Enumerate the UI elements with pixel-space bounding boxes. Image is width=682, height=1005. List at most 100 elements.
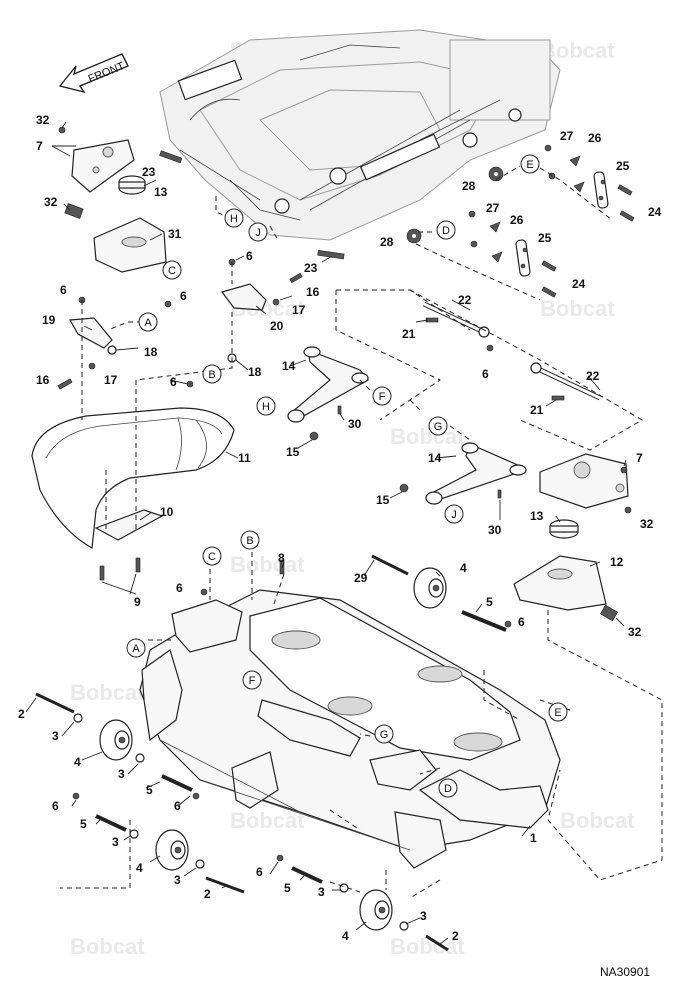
callout-19: 19	[42, 313, 56, 327]
callout-27: 27	[560, 129, 574, 143]
callout-25: 25	[616, 159, 630, 173]
bracket-20	[220, 283, 267, 311]
connector-a-upper: A	[138, 312, 158, 332]
fitting-30-lower	[497, 489, 502, 499]
callout-2: 2	[204, 887, 211, 901]
watermark: Bobcat	[540, 38, 615, 63]
callout-14: 14	[428, 451, 442, 465]
callout-11: 11	[238, 451, 251, 465]
washer-7	[620, 466, 628, 474]
svg-text:A: A	[144, 317, 152, 329]
connector-callouts: H J C A B E D H F G J C B A F G D E	[126, 154, 568, 798]
callout-5: 5	[486, 595, 493, 609]
callout-14: 14	[282, 359, 296, 373]
callout-24: 24	[572, 277, 586, 291]
callout-3: 3	[112, 835, 119, 849]
washer-27-a	[544, 144, 552, 152]
connector-g-middle: G	[428, 416, 448, 436]
svg-text:D: D	[442, 225, 450, 237]
callout-5: 5	[80, 817, 87, 831]
callout-6: 6	[518, 615, 525, 629]
callout-6: 6	[170, 375, 177, 389]
bracket-7	[71, 139, 135, 193]
bolt-23-lower	[317, 250, 345, 260]
svg-text:D: D	[444, 783, 452, 795]
mount-plate-31	[93, 217, 167, 273]
caster-wheel-4-upper	[413, 567, 447, 609]
connector-j-upper: J	[248, 222, 268, 242]
callout-24: 24	[648, 205, 662, 219]
callout-6: 6	[482, 367, 489, 381]
callout-15: 15	[286, 445, 300, 459]
washer-32-upper	[58, 126, 66, 134]
pin-22-lower	[530, 362, 602, 401]
discharge-chute-11	[31, 407, 235, 549]
axle-bolt-2-left	[35, 692, 75, 714]
connector-h-upper: H	[224, 208, 244, 228]
callout-31: 31	[168, 227, 182, 241]
leader-lines	[25, 121, 627, 945]
washer-32-right	[624, 506, 632, 514]
pin-22-upper	[422, 301, 490, 338]
washer-27-d	[470, 240, 478, 248]
svg-text:G: G	[380, 729, 389, 741]
nut-6-h	[276, 854, 284, 862]
callout-6: 6	[176, 581, 183, 595]
callout-21: 21	[530, 403, 544, 417]
callout-32: 32	[640, 517, 654, 531]
drawing-reference-code: NA30901	[600, 965, 650, 979]
svg-text:B: B	[246, 535, 253, 547]
callout-18: 18	[144, 345, 158, 359]
callout-3: 3	[52, 729, 59, 743]
callout-7: 7	[636, 451, 643, 465]
connector-a-lower: A	[126, 638, 146, 658]
watermark: Bobcat	[70, 680, 145, 705]
svg-text:J: J	[451, 509, 457, 521]
chain-25-upper	[593, 171, 609, 209]
bracket-7-right	[539, 453, 629, 509]
nut-6-g	[192, 792, 200, 800]
svg-text:B: B	[208, 369, 215, 381]
cog-28-lower	[406, 228, 422, 244]
connector-b-upper: B	[202, 364, 222, 384]
bolt-16-left	[57, 378, 73, 390]
spacer-5-left	[161, 774, 193, 792]
spacer-5-upper	[461, 610, 507, 632]
part-number-labels: 32 7 23 13 32 31 6 23 6 6 16 17 20 19 18…	[18, 113, 662, 943]
callout-16: 16	[306, 285, 320, 299]
callout-27: 27	[486, 201, 500, 215]
axle-bolt-2-bottom	[425, 934, 449, 952]
caster-wheel-4-left	[99, 719, 133, 761]
nut-6-e	[486, 344, 494, 352]
connector-d-upper: D	[436, 220, 456, 240]
svg-text:A: A	[132, 643, 140, 655]
connector-b-lower: B	[240, 530, 260, 550]
bushing-26-a	[569, 155, 581, 167]
cog-28-upper	[488, 166, 504, 182]
nut-15-upper	[309, 431, 319, 441]
callout-6: 6	[180, 289, 187, 303]
machine-frame	[159, 29, 561, 241]
clip-32-lower	[600, 604, 618, 622]
callout-21: 21	[402, 327, 416, 341]
bushing-26-b	[573, 181, 585, 193]
nut-6-j	[200, 588, 208, 596]
callout-3: 3	[420, 909, 427, 923]
watermark: Bobcat	[540, 296, 615, 321]
callout-5: 5	[146, 783, 153, 797]
caster-wheel-4-middle	[155, 829, 189, 871]
chain-25-lower	[515, 239, 531, 277]
svg-text:E: E	[526, 159, 533, 171]
svg-text:J: J	[255, 227, 261, 239]
connector-g-lower: G	[374, 724, 394, 744]
plug-13-lower	[549, 519, 579, 539]
bolt-23-upper	[159, 150, 183, 164]
svg-text:H: H	[230, 213, 238, 225]
axle-bolt-2-middle	[205, 876, 245, 894]
callout-23: 23	[142, 165, 156, 179]
callout-6: 6	[246, 249, 253, 263]
svg-text:F: F	[379, 391, 386, 403]
lift-arm-14-upper	[287, 346, 369, 423]
bushing-26-d	[491, 251, 503, 263]
